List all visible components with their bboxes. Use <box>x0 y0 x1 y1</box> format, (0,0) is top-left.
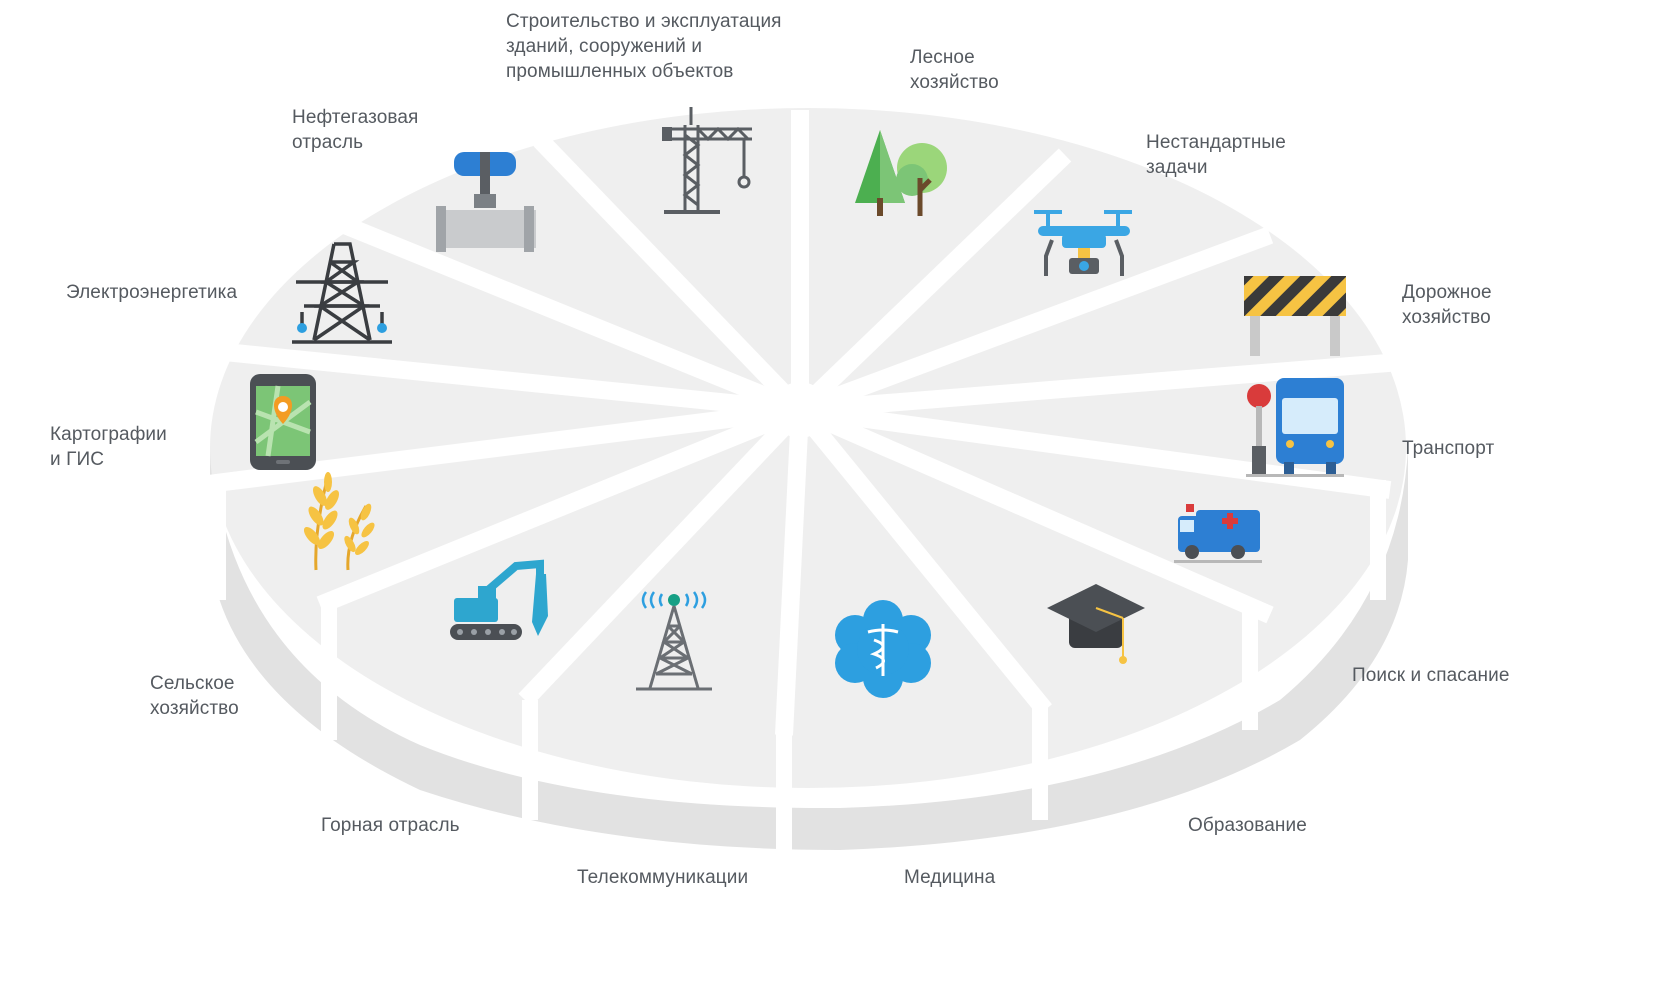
label-energy: Электроэнергетика <box>66 282 238 303</box>
trees-icon <box>855 130 947 216</box>
excavator-icon <box>450 559 548 640</box>
label-transport: Транспорт <box>1402 438 1495 459</box>
label-gis: Картографии и ГИС <box>50 424 167 470</box>
label-rescue: Поиск и спасание <box>1352 665 1510 686</box>
medical-caduceus-icon <box>835 600 931 698</box>
label-education: Образование <box>1188 815 1307 836</box>
label-mining: Горная отрасль <box>321 815 460 836</box>
label-forestry: Лесное хозяйство <box>910 47 999 93</box>
bus-stop-icon <box>1246 378 1344 477</box>
label-roads: Дорожное хозяйство <box>1402 282 1492 328</box>
crane-icon <box>662 107 752 214</box>
label-nonstandard: Нестандартные задачи <box>1146 132 1286 178</box>
radio-tower-icon <box>636 591 712 691</box>
power-pylon-icon <box>292 242 392 344</box>
ambulance-icon <box>1174 504 1262 563</box>
drone-icon <box>1034 210 1132 276</box>
label-construction: Строительство и эксплуатация зданий, соо… <box>506 11 782 82</box>
label-oilgas: Нефтегазовая отрасль <box>292 107 419 153</box>
road-barrier-icon <box>1244 276 1346 356</box>
label-telecom: Телекоммуникации <box>577 867 749 888</box>
graduation-cap-icon <box>1047 584 1145 664</box>
pipeline-valve-icon <box>436 152 536 252</box>
wheat-icon <box>303 472 375 571</box>
map-phone-icon <box>250 374 316 470</box>
label-medicine: Медицина <box>904 867 996 888</box>
side-separators <box>210 480 1386 855</box>
label-agriculture: Сельское хозяйство <box>150 673 239 719</box>
